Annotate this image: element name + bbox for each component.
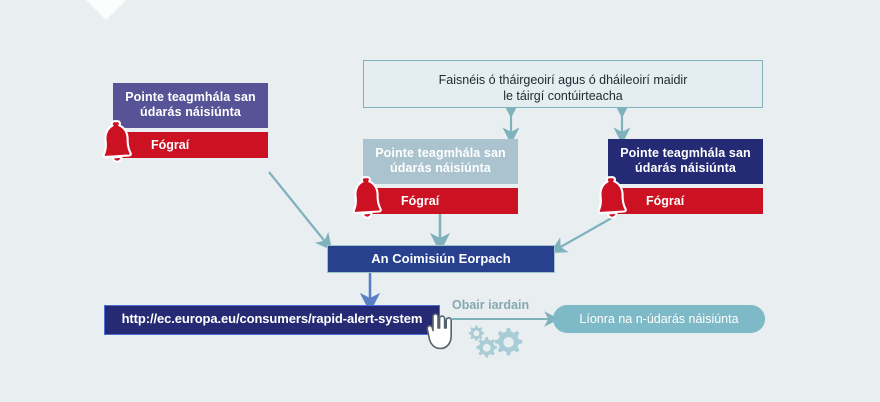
contact-point-right-header-line-1: Pointe teagmhála san bbox=[620, 146, 751, 160]
network-pill[interactable]: Líonra na n-údarás náisiúnta bbox=[553, 305, 765, 333]
commission-box[interactable]: An Coimisiún Eorpach bbox=[327, 245, 555, 273]
contact-point-right-header-line-2: údarás náisiúnta bbox=[635, 161, 736, 175]
commission-label: An Coimisiún Eorpach bbox=[371, 251, 511, 266]
contact-point-middle-header-line-1: Pointe teagmhála san bbox=[375, 146, 506, 160]
top-info-box: Faisnéis ó tháirgeoirí agus ó dháileoirí… bbox=[363, 60, 763, 108]
contact-point-middle[interactable]: Pointe teagmhála san údarás náisiúnta Fó… bbox=[352, 139, 518, 219]
url-bar-label: http://ec.europa.eu/consumers/rapid-aler… bbox=[121, 311, 423, 326]
contact-point-middle-alert-bar[interactable]: Fógraí bbox=[352, 176, 518, 219]
top-info-line-2: le táirgí contúirteacha bbox=[503, 89, 623, 103]
contact-point-middle-alert-label: Fógraí bbox=[401, 194, 440, 208]
contact-point-left-alert-label: Fógraí bbox=[151, 138, 190, 152]
contact-point-middle-header: Pointe teagmhála san údarás náisiúnta bbox=[363, 139, 518, 184]
network-pill-label: Líonra na n-údarás náisiúnta bbox=[579, 312, 739, 326]
contact-point-right-alert-label: Fógraí bbox=[646, 194, 685, 208]
contact-point-right-header: Pointe teagmhála san údarás náisiúnta bbox=[608, 139, 763, 184]
url-bar[interactable]: http://ec.europa.eu/consumers/rapid-aler… bbox=[104, 305, 440, 335]
contact-point-right[interactable]: Pointe teagmhála san údarás náisiúnta Fó… bbox=[597, 139, 763, 219]
contact-point-left-header-line-1: Pointe teagmhála san bbox=[125, 90, 256, 104]
contact-point-left-alert-bar[interactable]: Fógraí bbox=[102, 120, 268, 163]
contact-point-left-header-line-2: údarás náisiúnta bbox=[140, 105, 241, 119]
contact-point-middle-header-line-2: údarás náisiúnta bbox=[390, 161, 491, 175]
top-info-line-1: Faisnéis ó tháirgeoirí agus ó dháileoirí… bbox=[438, 73, 688, 87]
followup-label: Obair iardain bbox=[452, 298, 530, 312]
contact-point-left[interactable]: Pointe teagmhála san údarás náisiúnta Fó… bbox=[102, 83, 268, 163]
contact-point-right-alert-bar[interactable]: Fógraí bbox=[597, 176, 763, 219]
arrow-left-to-commission bbox=[268, 171, 333, 251]
contact-point-left-header: Pointe teagmhála san údarás náisiúnta bbox=[113, 83, 268, 128]
arrow-right-to-commission bbox=[549, 214, 618, 254]
